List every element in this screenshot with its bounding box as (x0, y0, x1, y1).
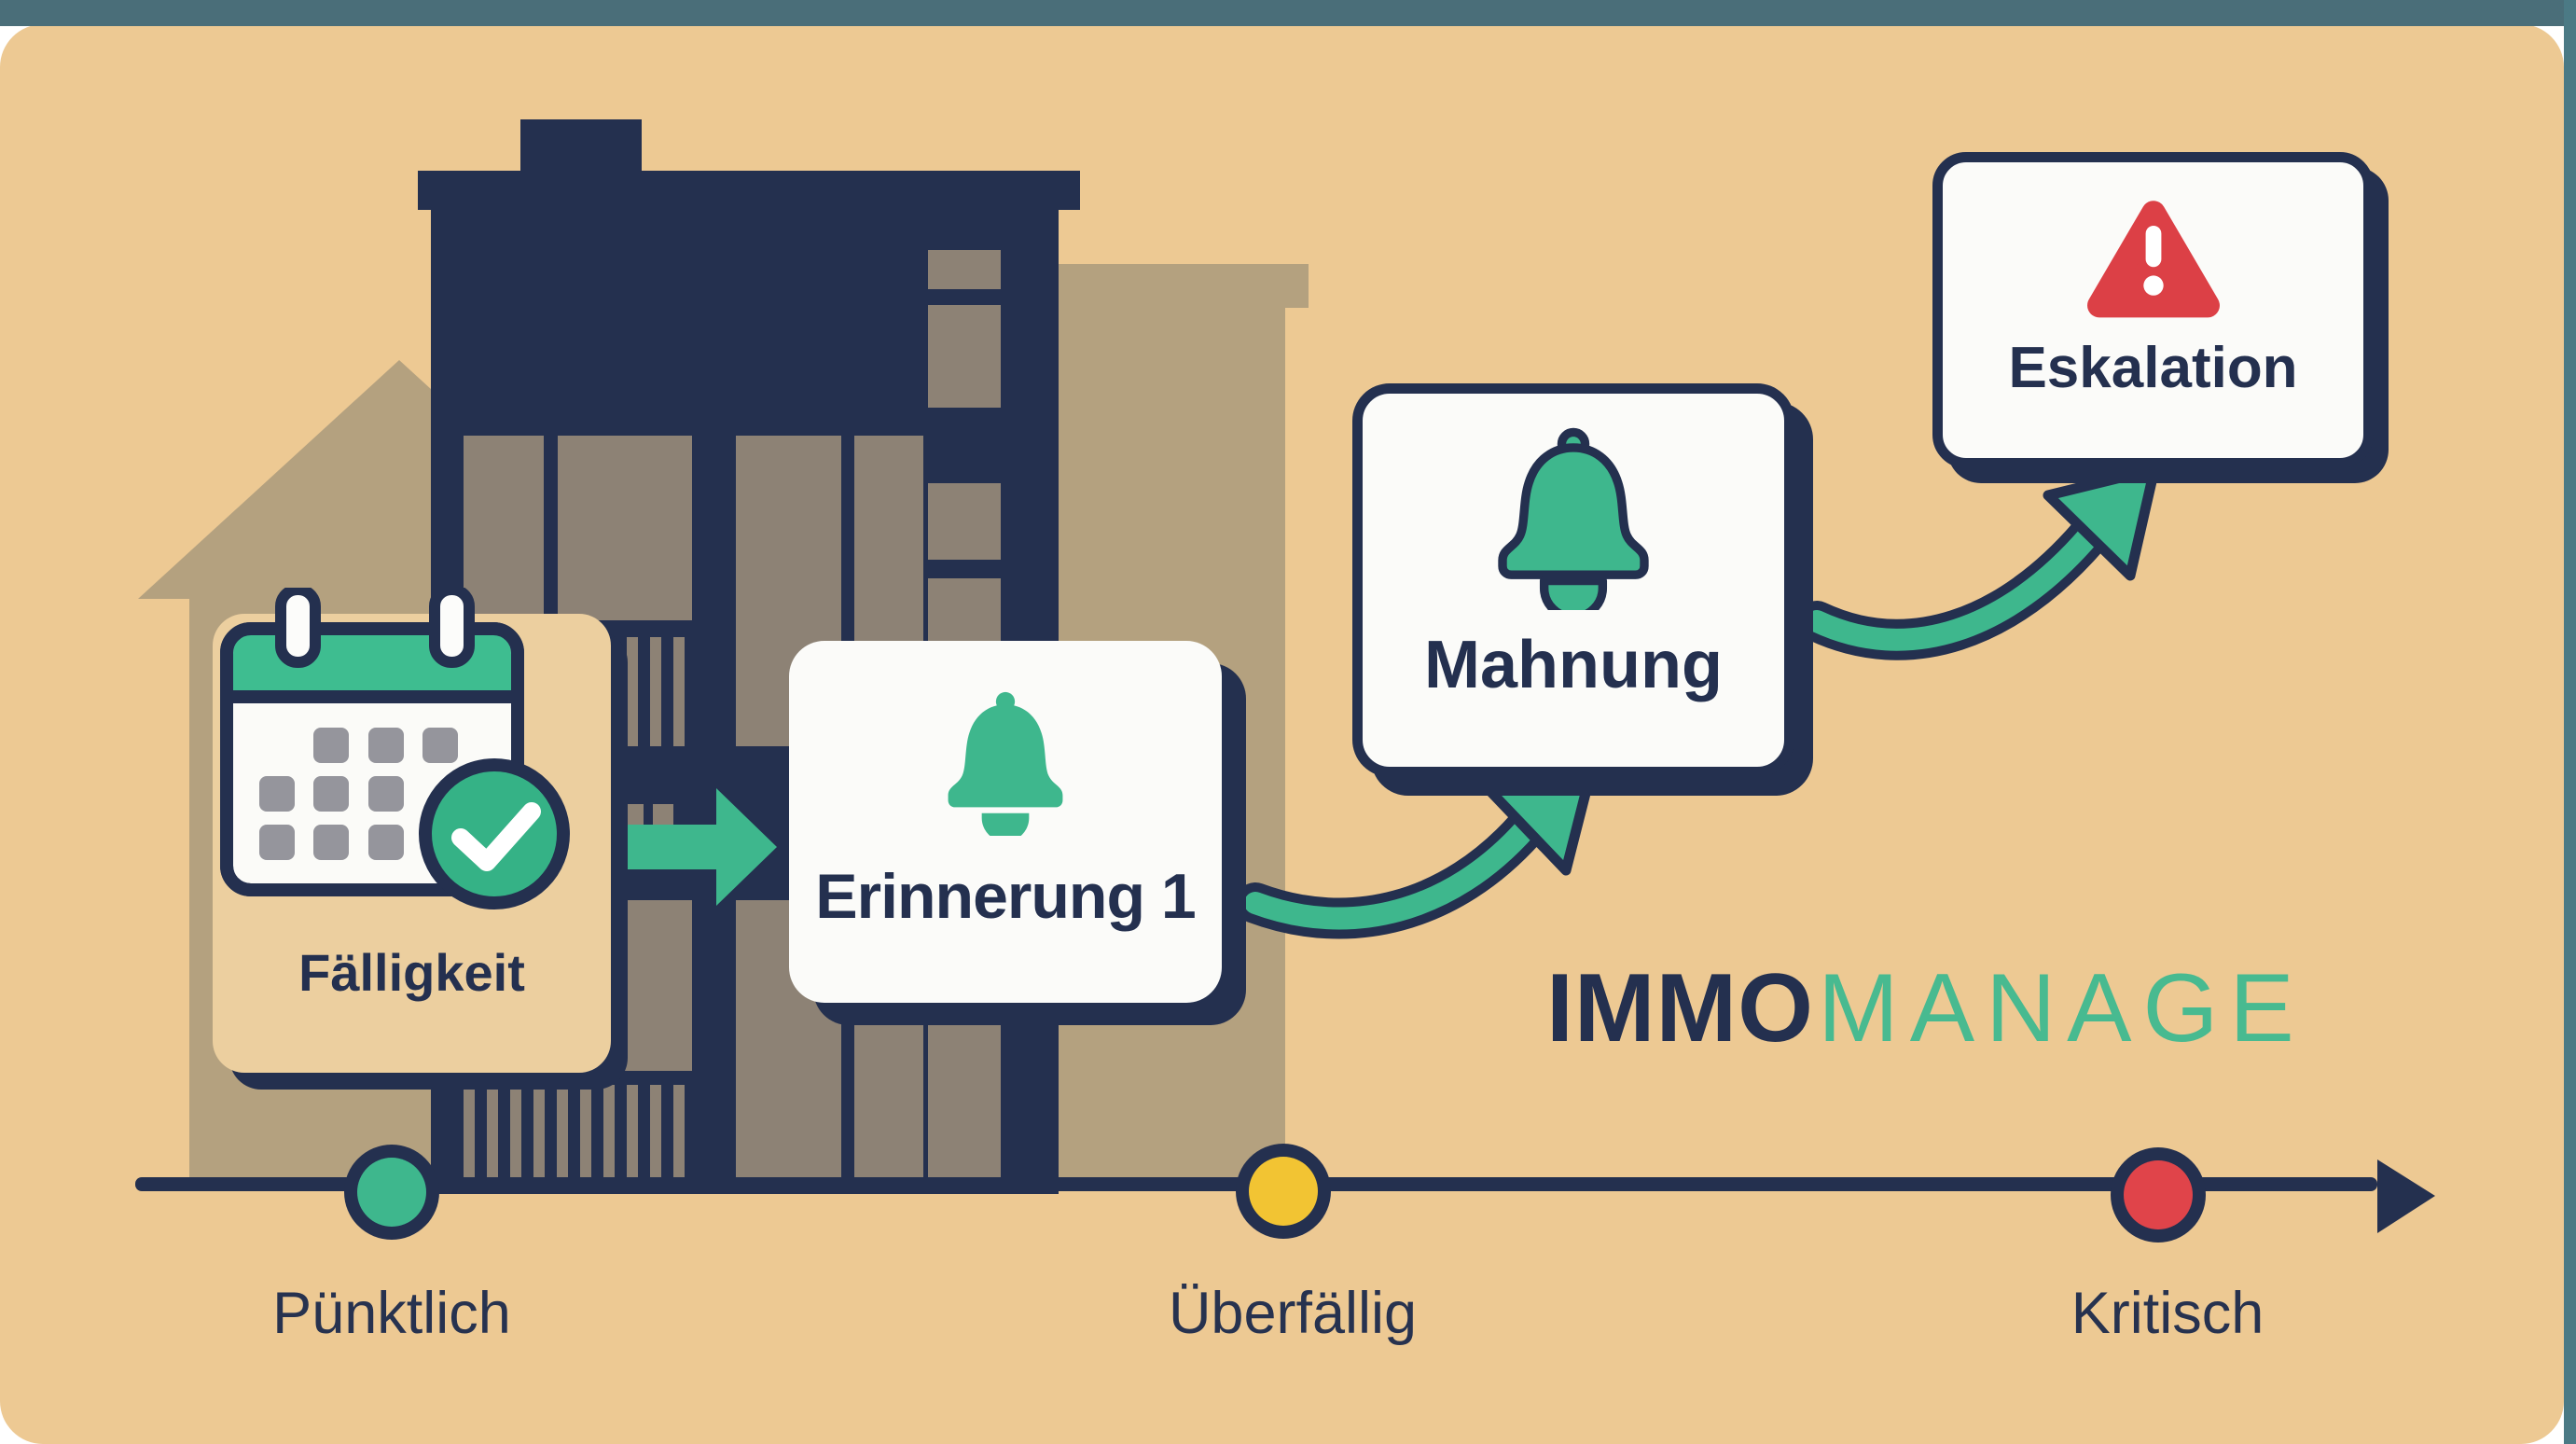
brand-logo: IMMOMANAGE (1546, 953, 2306, 1064)
top-border (0, 0, 2576, 26)
timeline-label-punktlich: Pünktlich (272, 1281, 511, 1346)
step-label-eskalation: Eskalation (2008, 336, 2298, 400)
step-card-erinnerung: Erinnerung 1 (789, 641, 1222, 1003)
brand-logo-secondary: MANAGE (1818, 954, 2306, 1062)
step-label-faelligkeit: Fälligkeit (298, 943, 525, 1002)
step-card-mahnung: Mahnung (1352, 383, 1794, 777)
timeline (135, 1144, 2435, 1243)
step-card-eskalation: Eskalation (1932, 152, 2374, 468)
calendar-check-icon (220, 588, 570, 909)
step-label-erinnerung: Erinnerung 1 (815, 861, 1196, 932)
timeline-label-kritisch: Kritisch (2070, 1281, 2264, 1346)
block-arrow-icon (614, 788, 777, 906)
curve-arrow-2-icon (1796, 464, 2160, 660)
warning-triangle-icon (2086, 201, 2220, 318)
step-label-mahnung: Mahnung (1424, 628, 1723, 702)
step-card-faelligkeit: Fälligkeit (213, 588, 611, 1073)
timeline-dot-kritisch (2111, 1147, 2206, 1243)
brand-logo-primary: IMMO (1546, 954, 1815, 1062)
timeline-arrowhead-icon (2377, 1159, 2435, 1233)
timeline-dot-ueberfaellig (1236, 1144, 1331, 1239)
curve-arrow-1-icon (1235, 758, 1599, 939)
timeline-dot-punktlich (344, 1145, 439, 1240)
bell-icon (1498, 427, 1649, 610)
bell-icon (948, 691, 1063, 836)
timeline-label-ueberfaellig: Überfällig (1168, 1281, 1418, 1346)
right-border (2564, 0, 2576, 1444)
